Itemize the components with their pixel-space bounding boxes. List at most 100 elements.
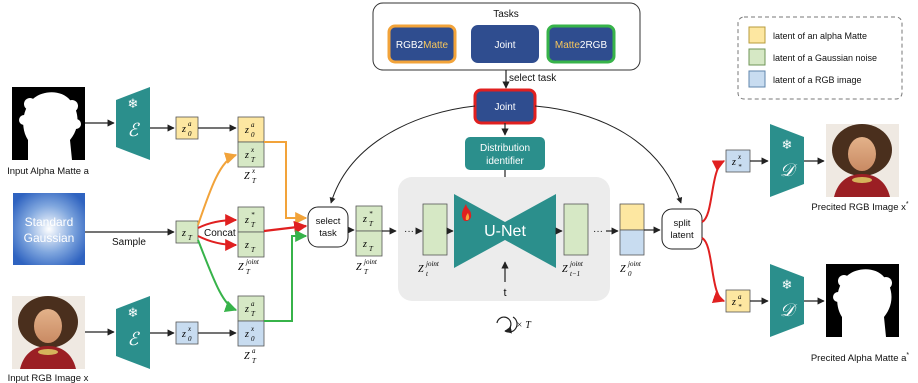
task-joint-button[interactable]: Joint <box>471 25 539 63</box>
za0-base: z <box>181 124 186 135</box>
cap3-base: Z <box>244 351 250 362</box>
latent-zT: z T <box>175 220 199 244</box>
snowflake-icon: ❄ <box>128 96 139 111</box>
z0-sub: 0 <box>628 270 632 278</box>
stack2-top-sub: T <box>251 221 256 229</box>
stack1-top-base: z <box>244 125 249 136</box>
svg-text:z: z <box>244 304 249 315</box>
svg-text:z: z <box>731 297 736 308</box>
z0-joint-block <box>619 203 645 256</box>
split-line2: latent <box>670 230 694 241</box>
select-task-label: select task <box>509 73 557 84</box>
input-alpha-matte-image <box>12 87 85 160</box>
task-joint-label: Joint <box>494 40 515 51</box>
decoder-rgb-symbol: 𝒟 <box>780 160 798 180</box>
stack1-bot-sup: x <box>250 146 255 154</box>
arrow-green-stack-to-select <box>264 230 308 322</box>
snowflake-icon-3: ❄ <box>782 137 793 152</box>
task-rgb2matte-button[interactable]: RGB2Matte <box>387 24 457 64</box>
stack2-top-base: z <box>244 215 249 226</box>
zt-joint-block <box>422 203 448 256</box>
input-rgb-image <box>12 296 85 369</box>
cap2-sup: joint <box>245 258 260 266</box>
caption-zjointT: Z joint T <box>238 258 260 276</box>
caption-zt-joint: Z joint t <box>418 260 440 278</box>
curve-joint-to-select-task <box>329 105 476 204</box>
encoder-alpha-symbol: ℰ <box>128 120 141 140</box>
select-node-line1: select <box>316 216 341 227</box>
stack3-bot-sup: x <box>250 325 255 333</box>
cap4-sub: T <box>364 268 369 276</box>
svg-text:Z: Z <box>244 171 250 182</box>
gaussian-line2: Gaussian <box>24 231 75 245</box>
zt1-sub: t−1 <box>570 270 580 278</box>
stack1-bot-base: z <box>244 150 249 161</box>
legend-swatch-noise <box>748 48 766 66</box>
tasks-title: Tasks <box>493 9 519 20</box>
zt1-sup: joint <box>569 260 584 268</box>
stack2-bot-sub: T <box>251 246 256 254</box>
svg-text:z: z <box>244 329 249 340</box>
legend-label-rgb: latent of a RGB image <box>773 75 862 85</box>
stack-zjointT: z * T z T <box>237 206 265 258</box>
snowflake-icon-4: ❄ <box>782 277 793 292</box>
zxs-base: z <box>731 157 736 168</box>
stack2-bot-base: z <box>244 240 249 251</box>
stack3-bot-base: z <box>244 329 249 340</box>
zT-base: z <box>181 228 186 239</box>
pred-alpha-text: Precited Alpha Matte a <box>811 353 907 364</box>
stack2-top-sup: * <box>251 211 255 219</box>
selected-joint-box[interactable]: Joint <box>473 88 537 125</box>
distribution-identifier-box: Distribution identifier <box>465 137 545 170</box>
caption-zaT: Z a T <box>244 347 257 365</box>
pred-rgb-text: Precited RGB Image x <box>811 202 906 213</box>
task-matte2rgb-part2: 2RGB <box>580 40 608 51</box>
svg-text:z: z <box>181 124 186 135</box>
caption-z0-joint: Z joint 0 <box>620 260 642 278</box>
stack4-bot-sub: T <box>369 245 374 253</box>
stack-zxT: z a 0 z x T <box>237 116 265 168</box>
zxs-sub: * <box>738 163 742 171</box>
stack4-top-sub: T <box>369 220 374 228</box>
loop-times-label: × T <box>516 320 532 331</box>
legend-label-alpha: latent of an alpha Matte <box>773 31 867 41</box>
svg-text:z: z <box>244 215 249 226</box>
cap4-sup: joint <box>363 258 378 266</box>
legend-swatch-alpha <box>748 26 766 44</box>
cap1-sub: T <box>252 177 257 185</box>
stack4-top-base: z <box>362 214 367 225</box>
svg-text:Z: Z <box>356 262 362 273</box>
input-alpha-caption: Input Alpha Matte a <box>7 166 90 177</box>
encoder-alpha: ❄ ℰ <box>116 87 150 160</box>
tasks-panel: Tasks RGB2Matte Joint Matte2RGB <box>372 2 641 71</box>
svg-text:z: z <box>362 239 367 250</box>
stack-zjointT-selected: z * T z T <box>355 205 383 257</box>
arrow-red-stack-to-select <box>263 220 308 234</box>
cycle-icon <box>496 316 518 334</box>
selected-joint-label: Joint <box>494 102 515 113</box>
pred-rgb-sup: * <box>906 201 909 208</box>
legend-label-noise: latent of a Gaussian noise <box>773 53 877 63</box>
svg-text:z: z <box>244 125 249 136</box>
stack3-bot-sub: 0 <box>251 335 255 343</box>
cap1-base: Z <box>244 171 250 182</box>
select-task-node: select task <box>307 206 349 248</box>
branch-green-zT-to-zaT <box>197 239 238 312</box>
dots-left: ··· <box>404 226 414 237</box>
arrow-split-to-za-star <box>701 237 726 303</box>
t-label: t <box>503 287 506 299</box>
input-rgb-caption: Input RGB Image x <box>8 373 89 383</box>
svg-text:z: z <box>181 228 186 239</box>
zt-sub: t <box>426 270 429 278</box>
zas-sup: a <box>738 293 742 301</box>
latent-za-star: z a * <box>725 289 751 313</box>
latent-za0: z a 0 <box>175 116 199 140</box>
svg-text:z: z <box>244 150 249 161</box>
svg-text:Z: Z <box>620 264 626 275</box>
stack-zaT: z a T z x 0 <box>237 295 265 347</box>
gaussian-line1: Standard <box>25 215 74 229</box>
task-matte2rgb-button[interactable]: Matte2RGB <box>546 24 616 64</box>
caption-zjointT-2: Z joint T <box>356 258 378 276</box>
decoder-alpha-symbol: 𝒟 <box>780 300 798 320</box>
cap2-sub: T <box>246 268 251 276</box>
